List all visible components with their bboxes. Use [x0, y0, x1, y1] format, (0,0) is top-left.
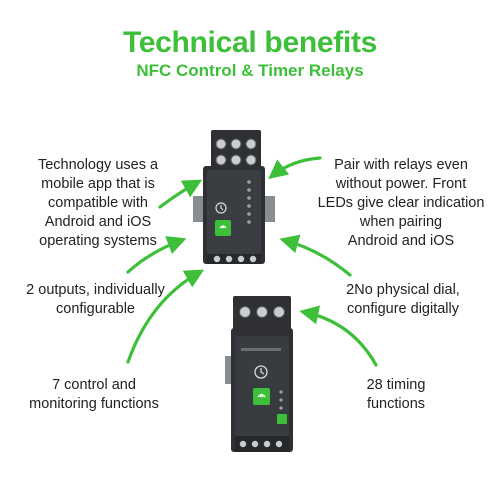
- nfc-icon: [215, 220, 231, 236]
- callout-line: 7 control and: [52, 377, 136, 393]
- callout-line: 2No physical dial,: [346, 282, 460, 298]
- callout-line: configurable: [56, 301, 135, 317]
- callout-line: compatible with: [48, 195, 148, 211]
- page-subtitle: NFC Control & Timer Relays: [136, 61, 364, 80]
- page-title: Technical benefits: [122, 26, 378, 59]
- arrow-outputs: [126, 236, 187, 274]
- callout-line: mobile app that is: [41, 176, 155, 192]
- callout-line: 28 timing: [366, 377, 426, 393]
- callout-line: Android and iOS: [44, 214, 152, 230]
- arrow-control-functions: [126, 269, 205, 364]
- callout-timing-functions: 28 timing functions: [336, 376, 456, 414]
- callout-line: when pairing: [359, 214, 443, 230]
- callout-app-compatibility: Technology uses a mobile app that is com…: [18, 156, 178, 251]
- arrow-app-compatibility: [158, 179, 203, 209]
- callout-pairing-leds: Pair with relays even without power. Fro…: [306, 156, 496, 251]
- callout-line: functions: [366, 396, 426, 412]
- callout-line: operating systems: [39, 233, 157, 249]
- arrow-no-dial: [279, 234, 352, 277]
- callout-line: Pair with relays even: [334, 157, 468, 173]
- schneider-logo: [277, 414, 287, 424]
- arrow-pairing-leds: [268, 156, 322, 179]
- callout-control-functions: 7 control and monitoring functions: [14, 376, 174, 414]
- callout-line: LEDs give clear indication: [317, 195, 485, 211]
- callout-line: Android and iOS: [347, 233, 455, 249]
- nfc-icon: [253, 388, 270, 405]
- callout-no-dial: 2No physical dial, configure digitally: [318, 281, 488, 319]
- relay-device-top: [193, 130, 275, 264]
- callout-line: 2 outputs, individually: [26, 282, 165, 298]
- callout-line: Technology uses a: [37, 157, 159, 173]
- callout-outputs: 2 outputs, individually configurable: [8, 281, 183, 319]
- callout-line: monitoring functions: [29, 396, 159, 412]
- clock-icon: [254, 365, 268, 379]
- clock-icon: [215, 202, 227, 214]
- callout-line: without power. Front: [335, 176, 467, 192]
- callout-line: configure digitally: [346, 301, 460, 317]
- relay-device-bottom: [225, 296, 293, 452]
- arrow-timing-functions: [299, 305, 378, 367]
